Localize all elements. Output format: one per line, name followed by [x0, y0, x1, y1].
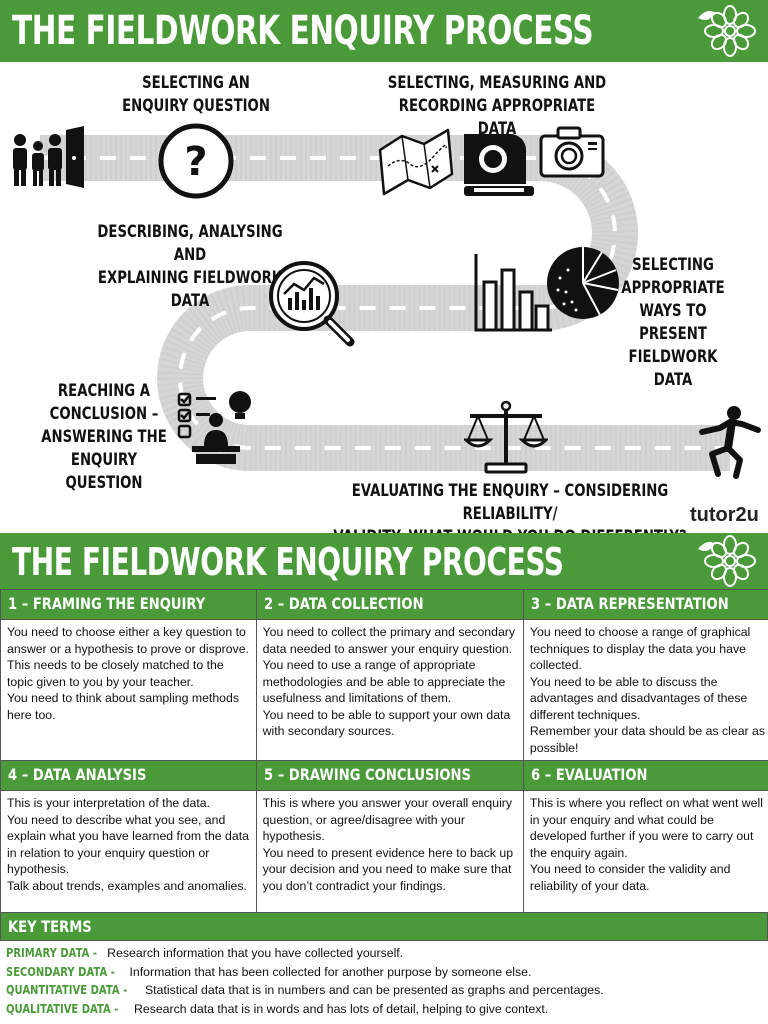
flower-icon [704, 535, 756, 587]
section-heading: 1 – FRAMING THE ENQUIRY [0, 589, 257, 620]
camera-icon [539, 126, 605, 178]
top-banner: THE FIELDWORK ENQUIRY PROCESS [0, 0, 768, 62]
tape-measure-icon [464, 134, 534, 196]
section-banner: THE FIELDWORK ENQUIRY PROCESS [0, 533, 768, 589]
key-term-item: SECONDARY DATA - Information that has be… [6, 963, 762, 982]
key-term-item: QUANTITATIVE DATA - Statistical data tha… [6, 981, 762, 1000]
section-body-analysis: This is your interpretation of the data.… [0, 790, 257, 913]
section-heading: 4 – DATA ANALYSIS [0, 760, 257, 791]
section-body-framing: You need to choose either a key question… [0, 619, 257, 761]
label-selecting-question: SELECTING AN ENQUIRY QUESTION [122, 73, 270, 116]
key-term: QUALITATIVE DATA - [6, 1000, 119, 1016]
section-heading: 2 – DATA COLLECTION [255, 589, 524, 620]
bar-chart-icon [474, 254, 552, 332]
section-body-conclusions: This is where you answer your overall en… [255, 790, 524, 913]
svg-text:?: ? [184, 139, 207, 185]
section-body-representation: You need to choose a range of graphical … [522, 619, 768, 761]
tutor2u-logo: tutor2u [690, 504, 759, 526]
key-terms-list: PRIMARY DATA - Research information that… [0, 941, 768, 1021]
section-body-collection: You need to collect the primary and seco… [255, 619, 524, 761]
sections-table: 1 – FRAMING THE ENQUIRY 2 – DATA COLLECT… [0, 589, 768, 913]
page-title: THE FIELDWORK ENQUIRY PROCESS [12, 8, 594, 54]
key-terms: KEY TERMS PRIMARY DATA - Research inform… [0, 912, 768, 1024]
runner-icon [699, 406, 761, 479]
pie-chart-icon [547, 247, 619, 319]
key-terms-heading: KEY TERMS [0, 912, 768, 941]
key-term-definition: Information that has been collected for … [129, 964, 532, 979]
map-icon [378, 128, 454, 196]
key-term-item: QUALITATIVE DATA - Research data that is… [6, 1000, 762, 1019]
process-road: SELECTING AN ENQUIRY QUESTION SELECTING,… [0, 62, 768, 547]
key-term: QUANTITATIVE DATA - [6, 982, 128, 997]
key-term-definition: Research information that you have colle… [107, 946, 404, 960]
question-icon: ? [158, 123, 234, 199]
key-term-definition: Statistical data that is in numbers and … [144, 983, 604, 997]
magnifier-chart-icon [269, 261, 355, 347]
section-heading: 6 – EVALUATION [522, 760, 768, 791]
key-term: PRIMARY DATA - [6, 945, 97, 960]
leaf-icon [698, 541, 714, 551]
key-term: SECONDARY DATA - [6, 963, 115, 979]
key-term-item: PRIMARY DATA - Research information that… [6, 944, 762, 963]
key-term-definition: Research data that is in words and has l… [133, 1001, 549, 1016]
family-icon [13, 126, 84, 188]
scales-icon [464, 400, 548, 474]
section-heading: 5 – DRAWING CONCLUSIONS [255, 760, 524, 791]
leaf-icon [698, 10, 714, 20]
section-body-evaluation: This is where you reflect on what went w… [522, 790, 768, 913]
label-presenting: SELECTING APPROPRIATE WAYS TO PRESENT FI… [621, 255, 725, 390]
flower-icon [704, 5, 756, 57]
label-describing: DESCRIBING, ANALYSING AND EXPLAINING FIE… [97, 222, 283, 311]
section-heading: 3 – DATA REPRESENTATION [522, 589, 768, 620]
label-conclusion: REACHING A CONCLUSION – ANSWERING THE EN… [41, 381, 167, 493]
section-title: THE FIELDWORK ENQUIRY PROCESS [12, 540, 564, 584]
checklist-lightbulb-icon [177, 391, 251, 464]
